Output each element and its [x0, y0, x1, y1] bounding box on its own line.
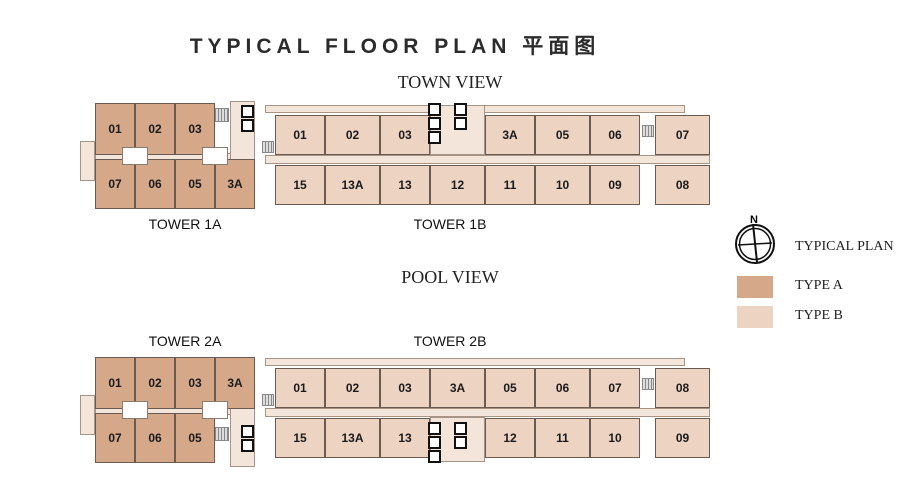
compass-icon: N: [733, 212, 779, 264]
corridor: [265, 408, 710, 417]
unit-3A: 3A: [215, 159, 255, 209]
lift-icon: [454, 117, 467, 130]
lift-icon: [454, 422, 467, 435]
legend-type-a-swatch: [737, 276, 773, 298]
unit-06: 06: [135, 413, 175, 463]
tower-2a-label: TOWER 2A: [148, 333, 222, 349]
lightwell: [202, 147, 228, 165]
unit-03: 03: [175, 357, 215, 409]
compass-n-label: N: [750, 214, 758, 226]
unit-11: 11: [535, 418, 590, 458]
unit-07: 07: [95, 413, 135, 463]
unit-01: 01: [275, 368, 325, 408]
lightwell: [122, 147, 148, 165]
unit-01: 01: [95, 357, 135, 409]
legend-type-b-swatch: [737, 306, 773, 328]
lift-icon: [428, 117, 441, 130]
unit-12: 12: [430, 165, 485, 205]
unit-07: 07: [95, 159, 135, 209]
lift-icon: [428, 422, 441, 435]
unit-09: 09: [590, 165, 640, 205]
lightwell: [122, 401, 148, 419]
unit-15: 15: [275, 418, 325, 458]
lift-icon: [428, 450, 441, 463]
town-view-label: TOWN VIEW: [397, 72, 503, 92]
unit-13: 13: [380, 165, 430, 205]
unit-01: 01: [95, 103, 135, 155]
unit-06: 06: [590, 115, 640, 155]
unit-10: 10: [590, 418, 640, 458]
unit-02: 02: [325, 368, 380, 408]
unit-06: 06: [135, 159, 175, 209]
unit-09: 09: [655, 418, 710, 458]
unit-3A: 3A: [485, 115, 535, 155]
lift-icon: [454, 103, 467, 116]
lift-icon: [454, 436, 467, 449]
stair-icon: [262, 141, 274, 153]
pool-view-label: POOL VIEW: [401, 267, 499, 287]
legend-typical-plan: TYPICAL PLAN: [795, 239, 894, 254]
unit-13: 13: [380, 418, 430, 458]
legend-type-b: TYPE B: [795, 308, 843, 323]
stair-icon: [642, 378, 654, 390]
unit-15: 15: [275, 165, 325, 205]
unit-13A: 13A: [325, 165, 380, 205]
stair-icon: [215, 108, 229, 122]
lift-icon: [241, 439, 254, 452]
unit-03: 03: [380, 368, 430, 408]
tower-1b-label: TOWER 1B: [413, 216, 487, 232]
unit-02: 02: [135, 357, 175, 409]
unit-08: 08: [655, 368, 710, 408]
lift-icon: [241, 119, 254, 132]
unit-02: 02: [325, 115, 380, 155]
lift-icon: [428, 436, 441, 449]
unit-3A: 3A: [430, 368, 485, 408]
lift-icon: [428, 103, 441, 116]
stair-icon: [262, 394, 274, 406]
unit-05: 05: [535, 115, 590, 155]
corridor-back: [265, 358, 685, 366]
unit-03: 03: [175, 103, 215, 155]
unit-03: 03: [380, 115, 430, 155]
lift-icon: [241, 105, 254, 118]
lift-icon: [241, 425, 254, 438]
stair-icon: [642, 125, 654, 137]
unit-06: 06: [535, 368, 590, 408]
unit-02: 02: [135, 103, 175, 155]
page-title: TYPICAL FLOOR PLAN 平面图: [189, 35, 601, 58]
unit-01: 01: [275, 115, 325, 155]
unit-05: 05: [485, 368, 535, 408]
unit-08: 08: [655, 165, 710, 205]
lift-icon: [428, 131, 441, 144]
tower-1a-label: TOWER 1A: [148, 216, 222, 232]
unit-07: 07: [590, 368, 640, 408]
corridor-end: [80, 141, 95, 181]
corridor: [265, 155, 710, 164]
unit-07: 07: [655, 115, 710, 155]
unit-3A: 3A: [215, 357, 255, 409]
legend-type-a: TYPE A: [795, 278, 843, 293]
unit-13A: 13A: [325, 418, 380, 458]
unit-05: 05: [175, 159, 215, 209]
unit-11: 11: [485, 165, 535, 205]
stair-icon: [215, 427, 229, 441]
unit-05: 05: [175, 413, 215, 463]
corridor-end: [80, 395, 95, 435]
unit-10: 10: [535, 165, 590, 205]
tower-2b-label: TOWER 2B: [413, 333, 487, 349]
lightwell: [202, 401, 228, 419]
unit-12: 12: [485, 418, 535, 458]
